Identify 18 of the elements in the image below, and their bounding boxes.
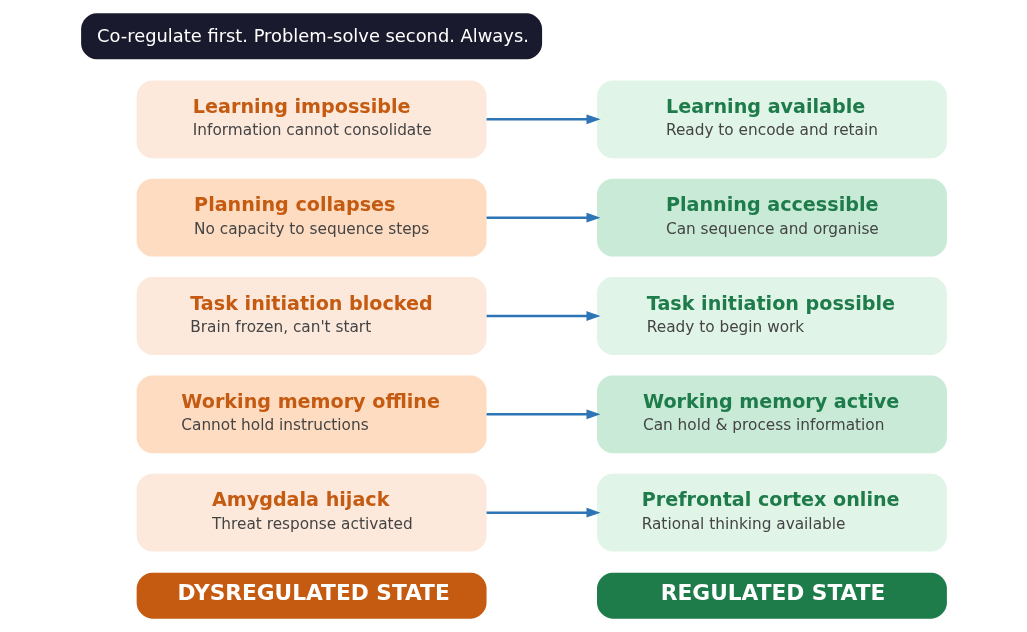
node-box: Learning impossible Information cannot consolidate bbox=[136, 80, 487, 159]
node-box: DYSREGULATED STATE bbox=[136, 572, 487, 619]
node-box: Working memory active Can hold & process information bbox=[596, 375, 947, 454]
node-box: Learning available Ready to encode and retain bbox=[596, 80, 947, 159]
arrow bbox=[486, 507, 601, 518]
node-box: Amygdala hijack Threat response activated bbox=[136, 473, 487, 552]
node-box: Prefrontal cortex online Rational thinking available bbox=[596, 473, 947, 552]
node-box: Task initiation blocked Brain frozen, can't start bbox=[136, 277, 487, 355]
arrow bbox=[486, 311, 601, 321]
node-box: Working memory offline Cannot hold instructions bbox=[136, 375, 487, 454]
node-box: REGULATED STATE bbox=[596, 572, 947, 619]
node-box: Planning accessible Can sequence and organise bbox=[596, 178, 947, 257]
node-box: Co-regulate first. Problem-solve second. Always. bbox=[80, 13, 542, 60]
node-box: Planning collapses No capacity to sequence steps bbox=[136, 178, 487, 257]
node-box: Task initiation possible Ready to begin work bbox=[596, 277, 947, 355]
arrow bbox=[486, 114, 601, 125]
arrow bbox=[486, 409, 601, 420]
arrow bbox=[486, 212, 601, 223]
